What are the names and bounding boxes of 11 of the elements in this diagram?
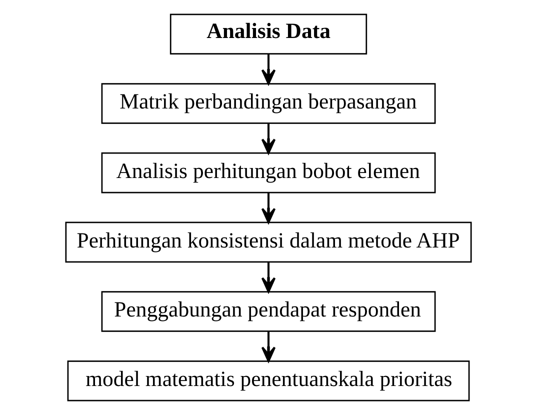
arrow	[260, 122, 276, 154]
arrow	[260, 54, 276, 84]
arrow	[260, 192, 276, 223]
node-box: Penggabungan pendapat responden	[100, 290, 436, 332]
arrow	[260, 262, 276, 292]
node-box: model matematis penentuanskala prioritas	[66, 360, 470, 401]
node-box: Perhitungan konsistensi dalam metode AHP	[64, 221, 472, 262]
arrow	[260, 330, 276, 362]
node-box: Analisis Data	[169, 13, 367, 54]
node-box: Matrik perbandingan berpasangan	[100, 82, 436, 124]
node-box: Analisis perhitungan bobot elemen	[100, 152, 436, 193]
